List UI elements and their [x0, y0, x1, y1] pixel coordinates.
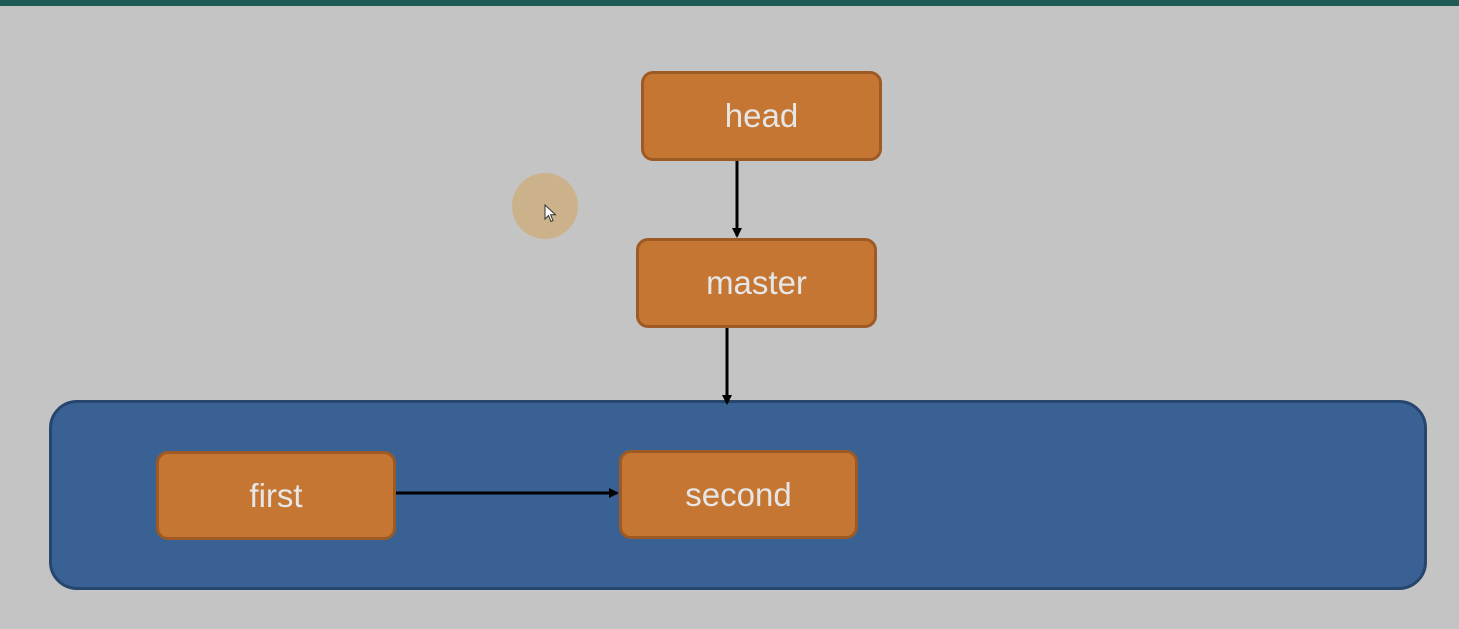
top-bar — [0, 0, 1459, 6]
node-head-label: head — [724, 97, 799, 134]
mouse-pointer-icon — [544, 204, 557, 223]
node-master: master — [636, 238, 877, 328]
node-first: first — [156, 451, 396, 540]
node-second-label: second — [685, 475, 792, 513]
node-master-label: master — [706, 264, 807, 301]
node-second: second — [619, 450, 858, 539]
node-head: head — [641, 71, 882, 161]
node-first-label: first — [249, 476, 303, 514]
